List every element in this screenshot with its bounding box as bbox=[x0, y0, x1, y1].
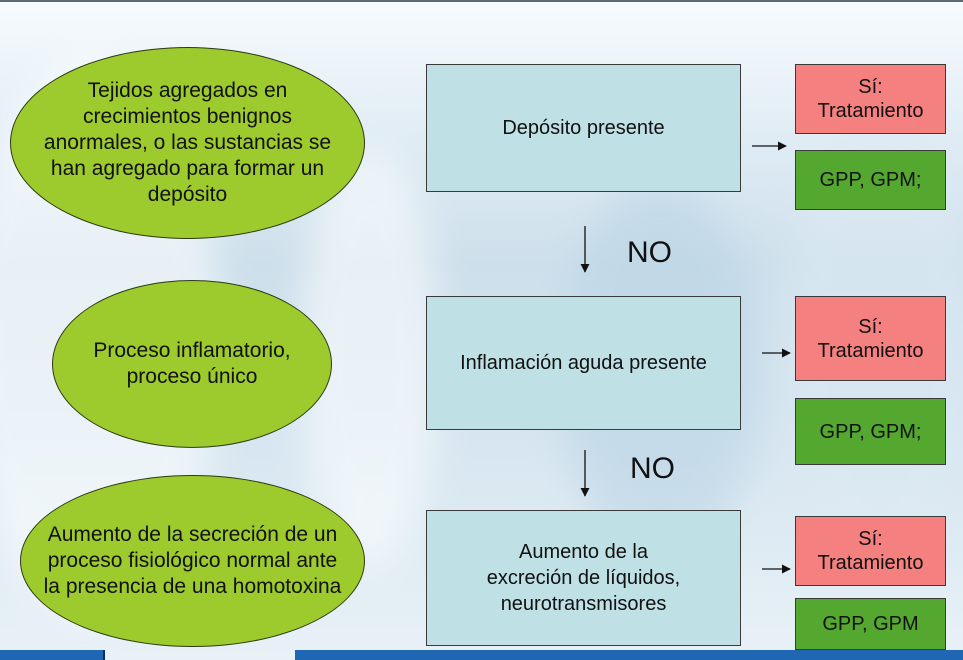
ellipse-deposit-description: Tejidos agregados en crecimientos benign… bbox=[10, 47, 365, 239]
ellipse-secretion-description: Aumento de la secreción de un proceso fi… bbox=[20, 475, 365, 647]
no-label-1: NO bbox=[627, 236, 672, 269]
gpp-gpm-box-2: GPP, GPM; bbox=[795, 398, 946, 465]
gpp-gpm-box-3: GPP, GPM bbox=[795, 598, 946, 650]
box-acute-inflammation: Inflamación aguda presente bbox=[426, 296, 741, 430]
yes-treatment-box-3: Sí: Tratamiento bbox=[795, 516, 946, 586]
top-border bbox=[0, 0, 963, 2]
bottom-bar-highlight bbox=[105, 650, 295, 660]
yes-treatment-box-1: Sí: Tratamiento bbox=[795, 64, 946, 134]
box-increased-excretion: Aumento de la excreción de líquidos, neu… bbox=[426, 510, 741, 646]
yes-treatment-box-2: Sí: Tratamiento bbox=[795, 296, 946, 381]
bottom-bar bbox=[0, 650, 963, 660]
bottom-bar-separator bbox=[103, 650, 105, 660]
box-deposit-present: Depósito presente bbox=[426, 64, 741, 192]
ellipse-inflammation-description: Proceso inflamatorio, proceso único bbox=[52, 280, 332, 448]
gpp-gpm-box-1: GPP, GPM; bbox=[795, 150, 946, 210]
no-label-2: NO bbox=[630, 452, 675, 485]
